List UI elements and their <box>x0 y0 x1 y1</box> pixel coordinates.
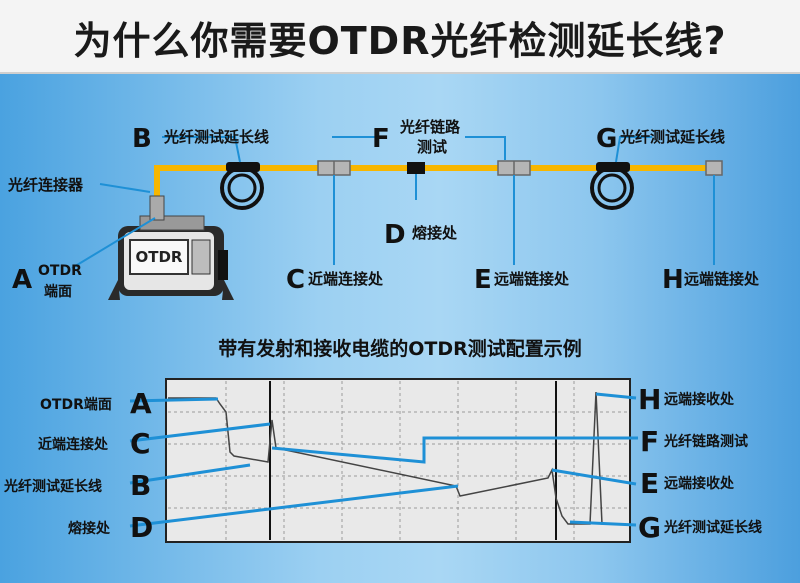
trace-subtitle: 带有发射和接收电缆的OTDR测试配置示例 <box>218 337 582 360</box>
label-g-letter: G <box>596 124 617 154</box>
otdr-device <box>108 195 234 300</box>
callout-lines <box>71 136 715 269</box>
label-h-letter: H <box>662 265 684 295</box>
left-label-d-letter: D <box>130 511 153 544</box>
spool-g-inner <box>597 173 627 203</box>
right-labels: H 远端接收处 F 光纤链路测试 E 远端接收处 G 光纤测试延长线 <box>638 383 762 544</box>
label-h-text: 远端链接处 <box>684 270 760 288</box>
title-bar: 为什么你需要OTDR光纤检测延长线? <box>0 0 800 74</box>
left-labels: OTDR端面 A 近端连接处 C 光纤测试延长线 B 熔接处 D <box>3 387 153 544</box>
left-label-a-text: OTDR端面 <box>40 396 112 413</box>
left-label-b-letter: B <box>130 469 151 502</box>
right-label-f-letter: F <box>640 425 659 458</box>
label-b-text: 光纤测试延长线 <box>163 128 269 146</box>
left-label-c-letter: C <box>130 427 151 460</box>
otdr-trace-plot <box>129 378 638 543</box>
left-label-d-text: 熔接处 <box>68 520 111 537</box>
label-c-text: 近端连接处 <box>308 270 384 288</box>
right-label-e-letter: E <box>640 467 659 500</box>
right-label-e-text: 远端接收处 <box>664 475 735 492</box>
connector-h <box>705 160 723 176</box>
spool-b-inner <box>227 173 257 203</box>
label-a-text2: 端面 <box>44 283 72 300</box>
right-label-g-letter: G <box>638 511 661 544</box>
left-label-b-text: 光纤测试延长线 <box>3 478 102 495</box>
label-b-letter: B <box>132 124 152 154</box>
label-g-text: 光纤测试延长线 <box>619 128 725 146</box>
label-f-text1: 光纤链路 <box>399 118 461 136</box>
fiber-setup: OTDR B 光纤测试延长线 F 光纤链路 测试 G 光纤测试延长线 <box>7 118 760 300</box>
label-a-text1: OTDR <box>38 263 82 279</box>
spool-b-clip <box>226 162 260 172</box>
left-label-a-letter: A <box>130 387 152 420</box>
label-d-text: 熔接处 <box>412 224 458 242</box>
right-label-f-text: 光纤链路测试 <box>663 433 748 450</box>
label-f-letter: F <box>372 124 390 154</box>
trace-callouts <box>129 392 638 528</box>
label-c-letter: C <box>286 265 305 295</box>
trace-grid <box>168 381 628 540</box>
right-label-h-text: 远端接收处 <box>664 391 735 408</box>
left-label-c-text: 近端连接处 <box>38 436 109 453</box>
right-label-g-text: 光纤测试延长线 <box>663 519 762 536</box>
right-label-h-letter: H <box>638 383 661 416</box>
otdr-device-label: OTDR <box>136 248 183 266</box>
splice-d <box>407 162 425 174</box>
spool-g-clip <box>596 162 630 172</box>
page-title: 为什么你需要OTDR光纤检测延长线? <box>73 19 727 63</box>
label-connector: 光纤连接器 <box>7 176 84 194</box>
label-d-letter: D <box>384 220 406 250</box>
label-e-letter: E <box>474 265 492 295</box>
label-e-text: 远端链接处 <box>494 270 570 288</box>
label-f-text2: 测试 <box>417 138 447 156</box>
label-a-letter: A <box>12 265 32 295</box>
